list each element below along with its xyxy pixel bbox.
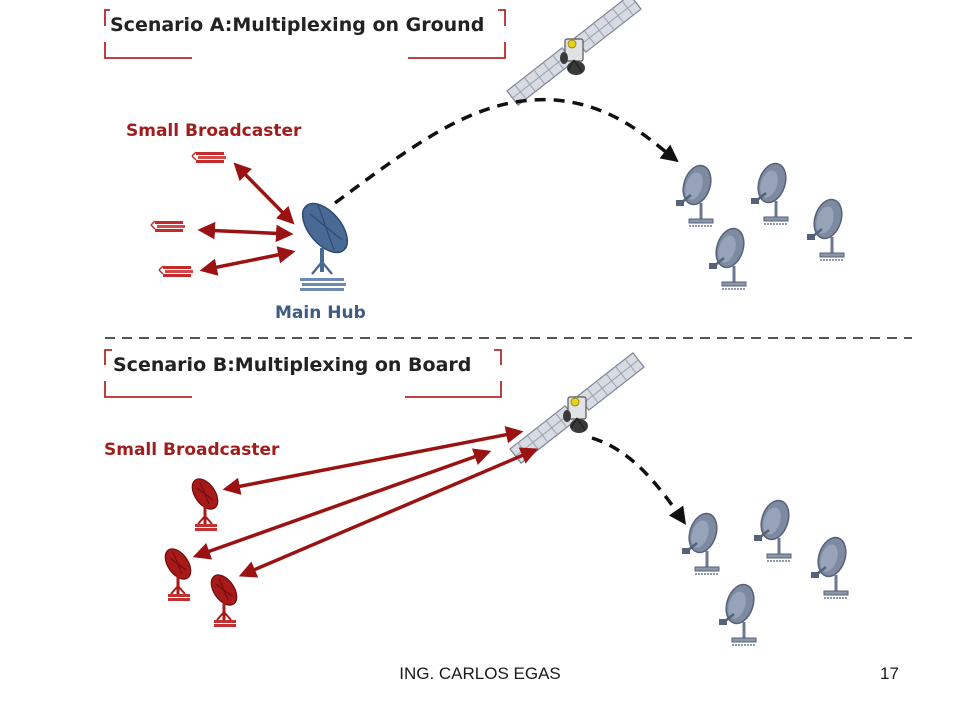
main-hub-label: Main Hub bbox=[275, 303, 366, 323]
scenario-a-title: Scenario A:Multiplexing on Ground bbox=[110, 14, 484, 36]
broadcaster-dish-icon bbox=[204, 568, 244, 629]
scenario-b-title-frame bbox=[104, 349, 502, 398]
scenario-b-title: Scenario B:Multiplexing on Board bbox=[113, 354, 471, 376]
uplink-arrows-a bbox=[197, 162, 296, 276]
receiver-dish-icon bbox=[805, 194, 849, 262]
page-number: 17 bbox=[880, 664, 899, 683]
broadcaster-dish-icon bbox=[158, 542, 198, 603]
satellite-icon bbox=[506, 0, 642, 106]
footer-author: ING. CARLOS EGAS bbox=[399, 664, 561, 683]
satellite-icon bbox=[509, 352, 645, 464]
receiver-dish-icon bbox=[749, 158, 793, 226]
receiver-dish-icon bbox=[674, 160, 718, 228]
uplink-arrows-b bbox=[192, 426, 539, 578]
receiver-dish-icon bbox=[707, 223, 751, 291]
receiver-dish-icon bbox=[680, 508, 724, 576]
downlink-arrow-b bbox=[591, 436, 686, 525]
scenario-b-broadcaster-label: Small Broadcaster bbox=[104, 440, 280, 460]
receiver-dish-icon bbox=[809, 532, 853, 600]
broadcaster-dish-icon bbox=[185, 472, 225, 533]
broadcaster-device-icon bbox=[191, 151, 227, 164]
broadcaster-device-icon bbox=[150, 220, 186, 233]
downlink-arrow-a bbox=[333, 97, 679, 205]
broadcaster-device-icon bbox=[158, 265, 194, 278]
receiver-dish-icon bbox=[717, 579, 761, 647]
main-hub-dish-icon bbox=[300, 202, 349, 291]
scenario-a-title-frame bbox=[104, 9, 506, 59]
receiver-dish-icon bbox=[752, 495, 796, 563]
scenario-a-broadcaster-label: Small Broadcaster bbox=[126, 121, 302, 141]
